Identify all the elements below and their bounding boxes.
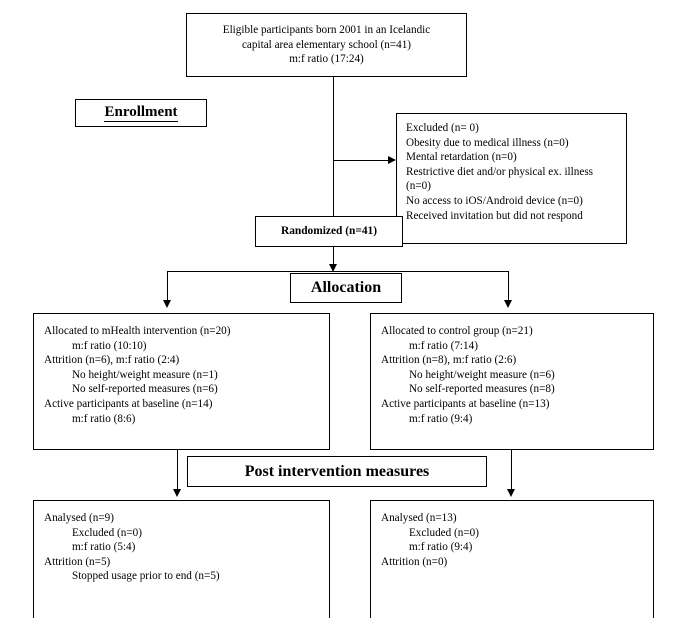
- allocated-intervention-box: Allocated to mHealth intervention (n=20)…: [33, 313, 330, 450]
- arrowhead-analysed-right: [507, 489, 515, 497]
- analysed-control-text: Analysed (n=13) Excluded (n=0) m:f ratio…: [381, 512, 479, 568]
- analysed-intervention-box: Analysed (n=9) Excluded (n=0) m:f ratio …: [33, 500, 330, 618]
- connector-analysed-left: [177, 450, 178, 492]
- connector-allocation-left: [167, 271, 168, 302]
- enrollment-label-text: Enrollment: [104, 104, 178, 122]
- allocation-label-text: Allocation: [310, 279, 382, 296]
- arrowhead-allocation-right: [504, 300, 512, 308]
- connector-eligible-to-randomized: [333, 77, 334, 216]
- randomized-box: Randomized (n=41): [255, 216, 403, 247]
- post-intervention-label-text: Post intervention measures: [244, 462, 430, 480]
- excluded-box: Excluded (n= 0) Obesity due to medical i…: [396, 113, 627, 244]
- arrowhead-to-allocation: [329, 264, 337, 272]
- arrowhead-analysed-left: [173, 489, 181, 497]
- randomized-text: Randomized (n=41): [280, 225, 378, 238]
- connector-randomized-to-allocation: [333, 247, 334, 266]
- analysed-intervention-text: Analysed (n=9) Excluded (n=0) m:f ratio …: [44, 512, 220, 583]
- excluded-text: Excluded (n= 0) Obesity due to medical i…: [406, 122, 594, 222]
- stage-label-enrollment: Enrollment: [75, 99, 207, 127]
- analysed-control-box: Analysed (n=13) Excluded (n=0) m:f ratio…: [370, 500, 654, 618]
- stage-label-post-intervention: Post intervention measures: [187, 456, 487, 487]
- arrowhead-allocation-left: [163, 300, 171, 308]
- eligible-participants-box: Eligible participants born 2001 in an Ic…: [186, 13, 467, 77]
- allocated-intervention-text: Allocated to mHealth intervention (n=20)…: [44, 325, 231, 425]
- allocated-control-box: Allocated to control group (n=21) m:f ra…: [370, 313, 654, 450]
- eligible-participants-text: Eligible participants born 2001 in an Ic…: [222, 24, 431, 66]
- allocation-split-bar: [167, 271, 509, 272]
- connector-to-excluded: [333, 160, 389, 161]
- allocated-control-text: Allocated to control group (n=21) m:f ra…: [381, 325, 555, 425]
- arrowhead-to-excluded: [388, 156, 396, 164]
- connector-analysed-right: [511, 450, 512, 492]
- connector-allocation-right: [508, 271, 509, 302]
- stage-label-allocation: Allocation: [290, 273, 402, 303]
